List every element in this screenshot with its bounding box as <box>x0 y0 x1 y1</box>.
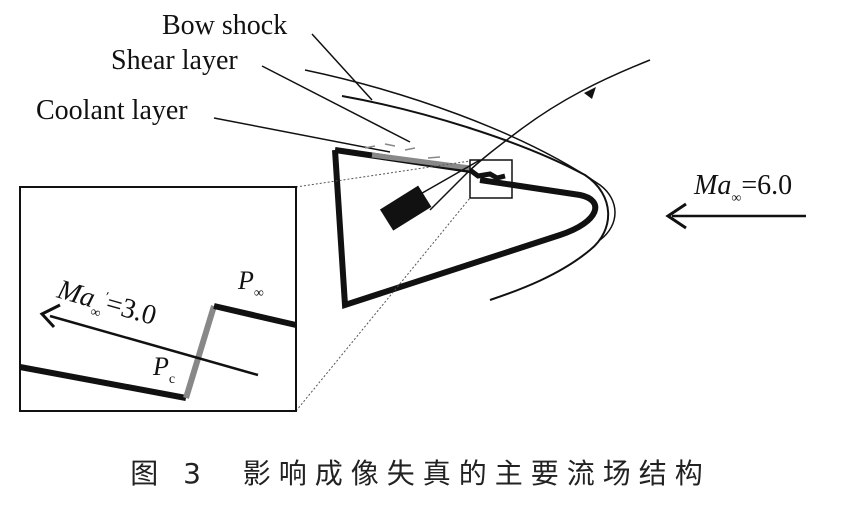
inset-step-riser <box>183 305 217 399</box>
turbulence-marks <box>364 143 441 159</box>
injection-step <box>468 168 506 181</box>
optical-sensor <box>379 185 432 231</box>
p-coolant-symbol: P <box>153 352 169 381</box>
inset-wall-upper <box>213 303 297 328</box>
p-infinity-label: P∞ <box>238 266 264 301</box>
inset-flow-arrow-shaft <box>49 314 259 377</box>
p-coolant-label: Pc <box>153 352 175 387</box>
shear-layer-curve <box>304 69 616 241</box>
bow-shock-curve <box>341 95 610 301</box>
shear-layer-leader <box>261 65 411 143</box>
freestream-mach-label: Ma∞=6.0 <box>694 170 793 206</box>
inset-flow-arrowhead <box>39 303 61 329</box>
vehicle-body <box>332 149 599 310</box>
freestream-mach-value: =6.0 <box>741 170 793 201</box>
zoom-box <box>469 159 513 199</box>
freestream-mach-symbol: Ma <box>694 170 732 201</box>
streamline <box>429 59 651 211</box>
coolant-layer-strip <box>371 152 471 171</box>
freestream-mach-subscript: ∞ <box>731 191 742 206</box>
p-infinity-symbol: P <box>238 266 254 295</box>
bow-shock-leader <box>311 33 373 101</box>
coolant-layer-leader <box>213 117 391 153</box>
projection-line-top <box>295 160 471 188</box>
figure-caption-text: 影响成像失真的主要流场结构 <box>242 457 711 490</box>
projection-line-bottom <box>295 197 471 412</box>
freestream-arrowhead <box>665 202 687 230</box>
p-infinity-subscript: ∞ <box>253 286 264 301</box>
bow-shock-label: Bow shock <box>162 10 288 41</box>
figure-number: 图 3 <box>130 457 209 490</box>
streamline-arrowhead <box>584 87 596 99</box>
shear-layer-label: Shear layer <box>111 45 238 76</box>
inset-wall-lower <box>19 364 187 401</box>
figure-caption: 图 3 影响成像失真的主要流场结构 <box>0 452 841 492</box>
coolant-layer-label: Coolant layer <box>36 95 188 126</box>
line-of-sight <box>409 159 481 201</box>
p-coolant-subscript: c <box>168 372 176 387</box>
